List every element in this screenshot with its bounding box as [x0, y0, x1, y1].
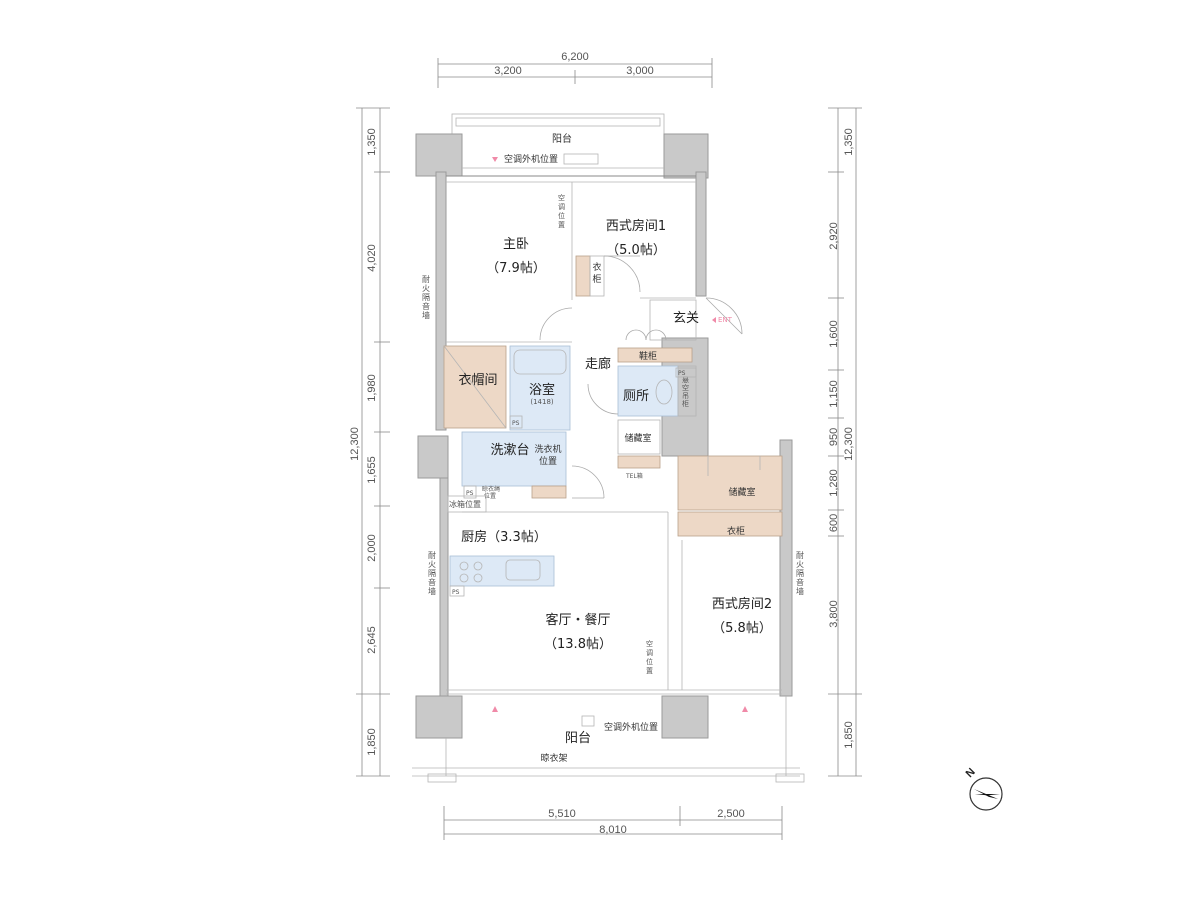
dim-left-5: 2,000 [366, 534, 378, 562]
master-bedroom: 主卧 （7.9帖） 空调位置 [446, 182, 573, 343]
compass: N [964, 766, 1003, 811]
walk-in-closet: 衣帽间 [443, 345, 507, 429]
western-room-2-size: （5.8帖） [712, 621, 772, 636]
western-room-2: 西式房间2 （5.8帖） [681, 540, 772, 690]
living-dining-label: 客厅・餐厅 [545, 612, 610, 628]
balcony-top: 阳台 空调外机位置 [415, 113, 709, 179]
storage-2-label: 储藏室 [728, 486, 755, 498]
fire-wall-left-bottom: 耐火隔音墙 [428, 550, 436, 596]
dryer-position-label: 晾衣绳位置 [482, 485, 500, 500]
dim-bottom-total: 8,010 [599, 824, 627, 836]
toilet: 厕所 悬空吊柜 PS [587, 365, 697, 417]
dim-right-8: 3,800 [828, 600, 840, 628]
ps-label-kitchen: PS [452, 589, 460, 596]
dim-left-6: 2,645 [366, 626, 378, 654]
bottom-dimensions: 5,510 2,500 8,010 [443, 806, 783, 840]
dim-right-9: 1,850 [843, 721, 855, 749]
dim-right-4: 1,150 [828, 380, 840, 408]
dim-right-1: 1,350 [843, 128, 855, 156]
master-bedroom-size: （7.9帖） [486, 261, 546, 276]
outer-walls [417, 171, 793, 697]
dim-left-4: 1,655 [366, 456, 378, 484]
dim-left-3: 1,980 [366, 374, 378, 402]
storage-1-label: 储藏室 [624, 432, 651, 444]
storage-1: 储藏室 TEL箱 [617, 419, 661, 480]
dim-right-3: 1,600 [828, 320, 840, 348]
arrow-icon [742, 706, 748, 712]
dim-right-total: 12,300 [843, 427, 855, 461]
western-room-1-label: 西式房间1 [606, 218, 666, 234]
compass-north-label: N [964, 766, 978, 780]
bathroom: 浴室 (1418) PS [509, 345, 571, 431]
corridor: 走廊 鞋柜 [539, 307, 693, 372]
fire-wall-left-top: 耐火隔音墙 [422, 274, 430, 320]
left-dimensions: 1,350 4,020 1,980 1,655 2,000 2,645 1,85… [349, 107, 390, 777]
dim-bottom-left: 5,510 [548, 808, 576, 820]
bathroom-label: 浴室 [529, 382, 555, 398]
shoe-cabinet-label: 鞋柜 [639, 350, 657, 362]
arrow-icon [492, 157, 498, 162]
kitchen-label: 厨房（3.3帖） [461, 529, 547, 545]
corridor-label: 走廊 [585, 356, 611, 372]
closet-1-label: 衣柜 [592, 261, 601, 285]
right-dimensions: 1,350 2,920 1,600 1,150 950 1,280 600 3,… [828, 107, 862, 777]
dim-right-6: 1,280 [828, 469, 840, 497]
western-room-2-label: 西式房间2 [712, 596, 772, 612]
living-dining-size: （13.8帖） [544, 637, 612, 652]
ps-label-bath: PS [512, 420, 520, 427]
ac-position-master: 空调位置 [558, 193, 565, 229]
washroom-label: 洗漱台 [490, 443, 529, 458]
dim-left-7: 1,850 [366, 728, 378, 756]
ac-outdoor-top-label: 空调外机位置 [504, 153, 558, 165]
bathroom-code: (1418) [530, 398, 554, 406]
ac-outdoor-bottom-label: 空调外机位置 [604, 721, 658, 733]
western-room-1-size: （5.0帖） [606, 243, 666, 258]
fire-wall-labels: 耐火隔音墙 耐火隔音墙 耐火隔音墙 [422, 274, 804, 596]
dim-top-right: 3,000 [626, 65, 654, 77]
dim-right-2: 2,920 [828, 222, 840, 250]
dim-left-1: 1,350 [366, 128, 378, 156]
entrance-arrow-icon [712, 317, 716, 323]
ent-label: ENT [718, 316, 733, 324]
hanging-cabinet-label: 悬空吊柜 [682, 376, 689, 408]
balcony-bottom: 空调外机位置 阳台 晾衣架 [412, 695, 805, 783]
dim-right-5: 950 [828, 428, 840, 446]
balcony-top-label: 阳台 [552, 132, 572, 145]
living-dining: 客厅・餐厅 （13.8帖） 空调位置 [446, 511, 782, 695]
entrance-label: 玄关 [673, 311, 699, 326]
clothes-rack-label: 晾衣架 [540, 752, 567, 764]
dim-bottom-right: 2,500 [717, 808, 745, 820]
top-dimensions: 6,200 3,200 3,000 [437, 51, 713, 88]
entrance: 玄关 ENT [625, 297, 743, 341]
dim-left-total: 12,300 [349, 427, 361, 461]
arrow-icon [492, 706, 498, 712]
closet-2-label: 衣柜 [727, 525, 745, 537]
washer-position-label: 洗衣机位置 [534, 443, 561, 467]
ps-label-wash: PS [466, 490, 474, 497]
dim-top-left: 3,200 [494, 65, 522, 77]
washroom: 洗漱台 洗衣机位置 PS 晾衣绳位置 [461, 431, 605, 500]
kitchen: 冰箱位置 厨房（3.3帖） PS [447, 495, 555, 597]
dim-left-2: 4,020 [366, 244, 378, 272]
toilet-label: 厕所 [623, 389, 649, 404]
dim-top-total: 6,200 [561, 51, 589, 63]
western-room-1: 西式房间1 （5.0帖） 衣柜 [575, 218, 696, 299]
storage-2: 储藏室 衣柜 [677, 455, 783, 537]
ps-label-toilet: PS [678, 370, 686, 377]
dim-right-7: 600 [828, 514, 840, 532]
master-bedroom-label: 主卧 [503, 237, 529, 252]
fridge-position-label: 冰箱位置 [449, 499, 481, 509]
fire-wall-right: 耐火隔音墙 [796, 550, 804, 596]
tel-box-label: TEL箱 [625, 472, 643, 480]
ac-position-living: 空调位置 [646, 639, 653, 675]
balcony-bottom-label: 阳台 [565, 731, 591, 746]
walk-in-closet-label: 衣帽间 [458, 372, 497, 388]
